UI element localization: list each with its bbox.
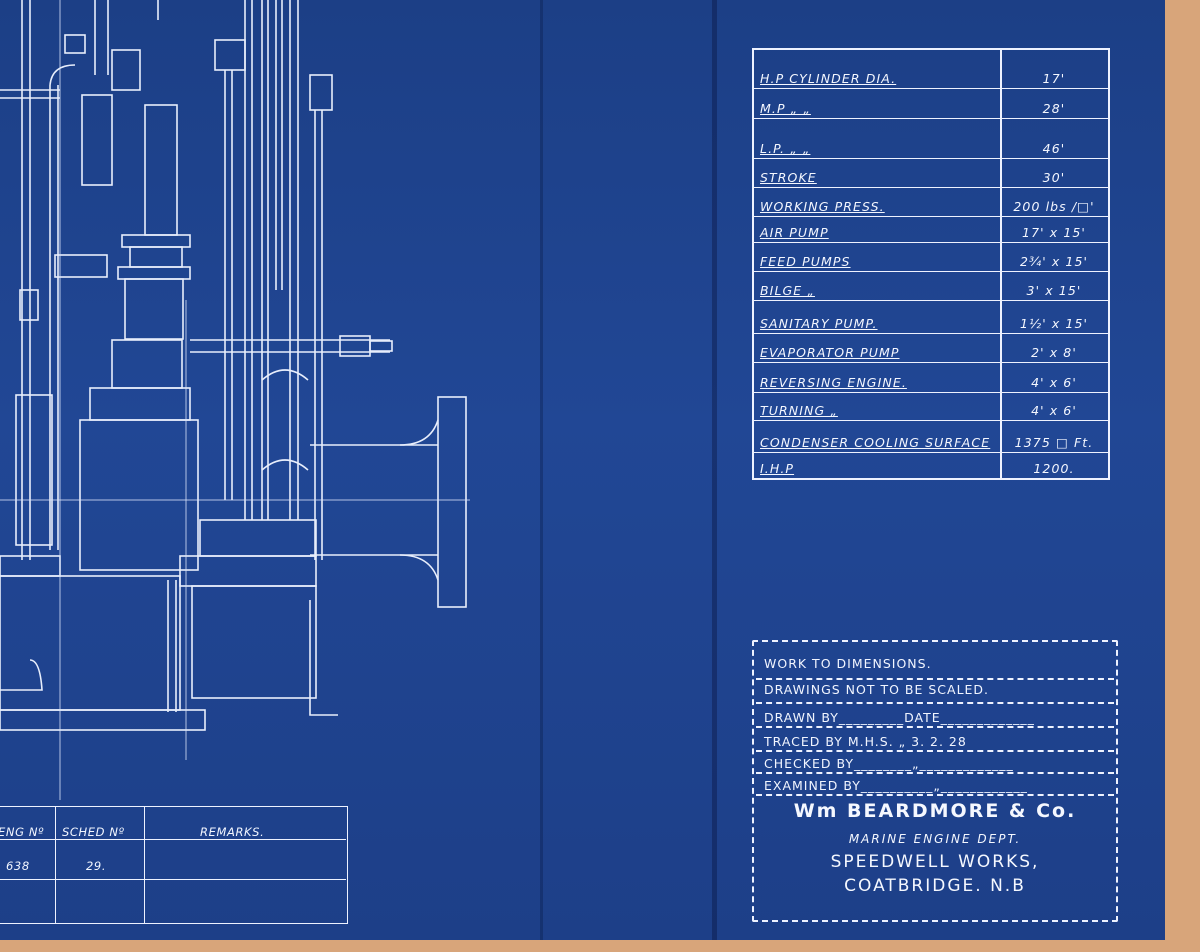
dashed-rule <box>756 772 1114 774</box>
spec-label: BILGE „ <box>760 283 815 298</box>
spec-row: STROKE 30' <box>754 158 1108 188</box>
dashed-rule <box>756 678 1114 680</box>
spec-label: I.H.P <box>760 461 795 476</box>
paper-fold <box>540 0 543 940</box>
dashed-rule <box>756 702 1114 704</box>
engine-drawing <box>0 0 470 800</box>
spec-value: 4' x 6' <box>1031 375 1077 390</box>
spec-row: TURNING „ 4' x 6' <box>754 392 1108 421</box>
spec-row: H.P CYLINDER DIA. 17' <box>754 50 1108 89</box>
dashed-rule <box>756 750 1114 752</box>
spec-label: EVAPORATOR PUMP <box>760 345 900 360</box>
spec-value: 2' x 8' <box>1031 345 1077 360</box>
spec-row: FEED PUMPS 2¾' x 15' <box>754 242 1108 272</box>
spec-label: STROKE <box>760 170 817 185</box>
specification-table: H.P CYLINDER DIA. 17' M.P „ „ 28' L.P. „ „… <box>752 48 1110 480</box>
department: MARINE ENGINE DEPT. <box>848 832 1022 846</box>
spec-label: H.P CYLINDER DIA. <box>760 71 897 86</box>
title-block: WORK TO DIMENSIONS. DRAWINGS NOT TO BE S… <box>752 640 1118 922</box>
spec-value: 46' <box>1042 141 1066 156</box>
header-sched-no: SCHED Nº <box>62 825 125 839</box>
spec-row: BILGE „ 3' x 15' <box>754 271 1108 301</box>
spec-label: CONDENSER COOLING SURFACE <box>760 435 991 450</box>
dashed-rule <box>756 726 1114 728</box>
spec-value: 1200. <box>1033 461 1075 476</box>
spec-row: SANITARY PUMP. 1½' x 15' <box>754 300 1108 334</box>
schedule-table: ENG Nº SCHED Nº REMARKS. 638 29. <box>0 806 348 924</box>
examined-by-line: EXAMINED BY__________„____________ <box>764 778 1028 793</box>
works-name: SPEEDWELL WORKS, <box>830 852 1040 872</box>
spec-value: 1375 □ Ft. <box>1014 435 1094 450</box>
spec-label: FEED PUMPS <box>760 254 851 269</box>
header-eng-no: ENG Nº <box>0 825 45 839</box>
note-work-to-dimensions: WORK TO DIMENSIONS. <box>764 656 932 671</box>
spec-label: SANITARY PUMP. <box>760 316 878 331</box>
spec-value: 17' <box>1042 71 1066 86</box>
spec-label: REVERSING ENGINE. <box>760 375 907 390</box>
spec-row: EVAPORATOR PUMP 2' x 8' <box>754 333 1108 363</box>
spec-row: M.P „ „ 28' <box>754 88 1108 119</box>
spec-value: 28' <box>1042 101 1066 116</box>
spec-row: L.P. „ „ 46' <box>754 118 1108 159</box>
header-remarks: REMARKS. <box>200 825 265 839</box>
spec-value: 1½' x 15' <box>1019 316 1089 331</box>
spec-value: 3' x 15' <box>1026 283 1082 298</box>
paper-fold <box>712 0 717 940</box>
cell-sched-no: 29. <box>86 859 107 873</box>
spec-value: 17' x 15' <box>1022 225 1086 240</box>
drawn-by-line: DRAWN BY_________DATE_____________ <box>764 710 1035 725</box>
spec-label: M.P „ „ <box>760 101 811 116</box>
spec-value: 4' x 6' <box>1031 403 1077 418</box>
table-rule <box>55 807 56 923</box>
spec-label: L.P. „ „ <box>760 141 811 156</box>
spec-row: WORKING PRESS. 200 lbs /□' <box>754 187 1108 217</box>
spec-label: WORKING PRESS. <box>760 199 885 214</box>
dashed-rule <box>756 794 1114 796</box>
spec-row: I.H.P 1200. <box>754 452 1108 478</box>
spec-row: REVERSING ENGINE. 4' x 6' <box>754 362 1108 393</box>
cell-eng-no: 638 <box>6 859 30 873</box>
spec-value: 2¾' x 15' <box>1019 254 1089 269</box>
spec-value: 30' <box>1042 170 1066 185</box>
checked-by-line: CHECKED BY________„_____________ <box>764 756 1014 771</box>
note-not-to-scale: DRAWINGS NOT TO BE SCALED. <box>764 682 990 697</box>
spec-row: CONDENSER COOLING SURFACE 1375 □ Ft. <box>754 420 1108 453</box>
blueprint-sheet: H.P CYLINDER DIA. 17' M.P „ „ 28' L.P. „ „… <box>0 0 1165 940</box>
table-rule <box>0 879 346 880</box>
company-name: Wm BEARDMORE & Co. <box>793 800 1077 822</box>
spec-label: TURNING „ <box>760 403 838 418</box>
location: COATBRIDGE. N.B <box>844 876 1026 896</box>
table-rule <box>0 839 346 840</box>
table-rule <box>144 807 145 923</box>
traced-by-line: TRACED BY M.H.S. „ 3. 2. 28 <box>764 734 967 749</box>
spec-label: AIR PUMP <box>760 225 829 240</box>
spec-row: AIR PUMP 17' x 15' <box>754 216 1108 243</box>
spec-value: 200 lbs /□' <box>1013 199 1095 214</box>
column-divider <box>1000 50 1002 478</box>
